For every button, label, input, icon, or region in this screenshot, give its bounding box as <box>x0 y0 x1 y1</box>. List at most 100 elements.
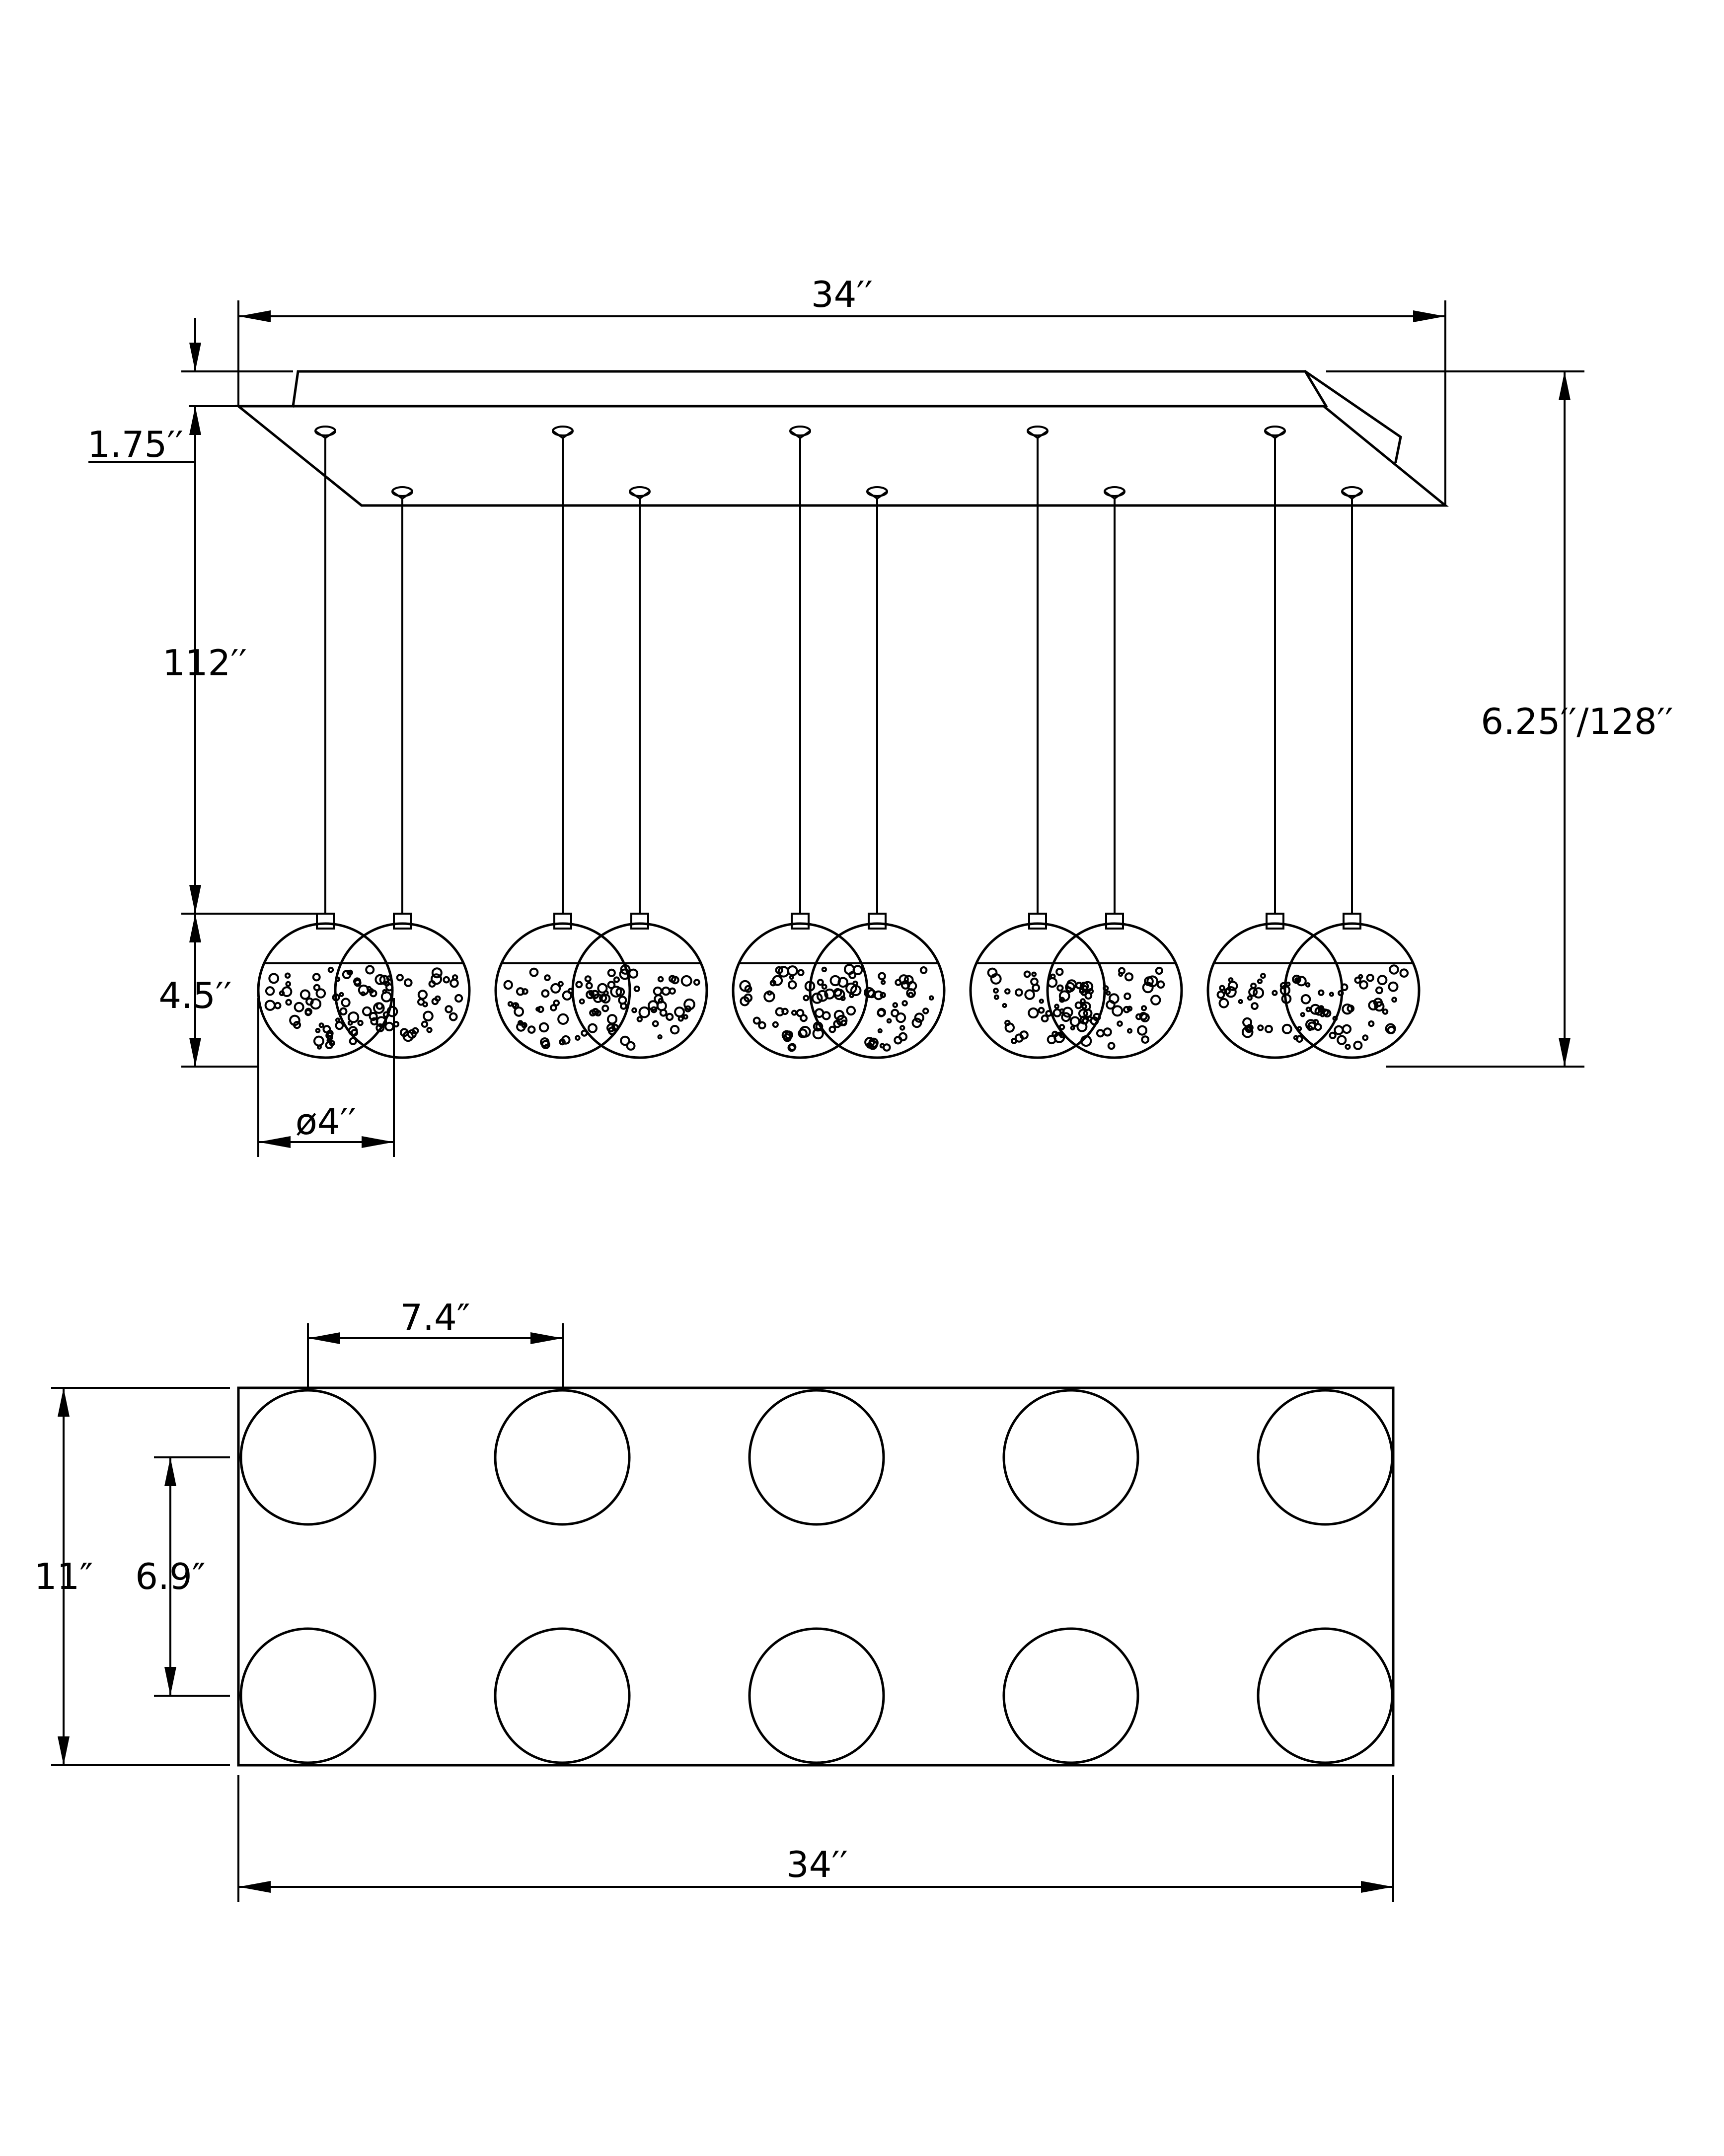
bubble <box>657 1034 663 1040</box>
bubble <box>1332 1015 1338 1021</box>
bubble <box>652 1020 659 1027</box>
bubble <box>613 976 620 983</box>
bubble <box>1155 966 1163 975</box>
pendant-socket <box>791 913 810 930</box>
bubble <box>769 980 777 987</box>
bubble <box>1061 1012 1071 1022</box>
bubble <box>369 1011 378 1021</box>
bubble <box>544 974 551 981</box>
pendant-globe <box>334 922 471 1059</box>
dimension-bottom-width: 34′′ <box>237 1775 1394 1902</box>
bubble <box>294 1002 304 1012</box>
bubble <box>1366 974 1374 982</box>
bubble <box>540 1037 550 1047</box>
bubble <box>845 982 857 994</box>
bubble <box>1052 1008 1062 1017</box>
bubble <box>877 1028 883 1034</box>
bubble <box>361 991 366 997</box>
bubble <box>304 1009 312 1016</box>
bubble <box>744 985 752 993</box>
pendant <box>571 486 708 1059</box>
bubble <box>284 972 291 979</box>
bubble <box>1062 1006 1073 1018</box>
bubble <box>514 1006 525 1017</box>
bubble <box>1004 988 1011 995</box>
bubble <box>1374 1001 1385 1012</box>
bubble <box>631 1007 637 1013</box>
bubble <box>1228 977 1234 983</box>
bubble <box>586 990 595 1000</box>
bubble <box>1329 1031 1337 1039</box>
bubble <box>1117 1020 1123 1027</box>
bubble <box>329 1040 335 1047</box>
bubble <box>1156 980 1165 989</box>
bubble <box>357 1019 364 1026</box>
bubble <box>767 990 772 996</box>
bubble <box>541 989 550 998</box>
bubble <box>1070 1025 1075 1031</box>
canopy-plate <box>234 369 1449 507</box>
bubble <box>758 1021 766 1030</box>
bubble <box>327 966 334 973</box>
pendant-socket <box>553 913 572 930</box>
bubble <box>443 976 450 984</box>
canopy-height-label: 1.75′′ <box>87 424 183 465</box>
bubble <box>878 972 886 981</box>
bubble <box>620 964 631 975</box>
bubble <box>593 993 603 1004</box>
bubble <box>886 1018 892 1024</box>
bubble <box>739 980 751 992</box>
bubble <box>1338 990 1344 997</box>
bubble <box>1090 1016 1099 1025</box>
dimension-globe-height: 4.5′′ <box>158 913 324 1068</box>
bubble <box>1079 1015 1089 1025</box>
dimension-spacing-y: 6.9″ <box>135 1456 230 1697</box>
bubble <box>891 1008 899 1017</box>
bubble <box>1103 1027 1112 1037</box>
bubble <box>899 1025 905 1031</box>
bubble <box>638 1006 651 1018</box>
bubble <box>1023 970 1031 978</box>
bubble <box>1227 981 1238 991</box>
bubble <box>661 986 671 996</box>
bubble <box>1391 997 1398 1003</box>
pendant-globe <box>809 922 946 1059</box>
bubble <box>1039 999 1045 1004</box>
bubble <box>315 988 326 999</box>
bubble <box>407 1029 417 1039</box>
bubble <box>1124 992 1131 1001</box>
bubble <box>335 1021 344 1030</box>
dimension-globe-diameter: ø4′′ <box>257 998 395 1157</box>
bubble <box>1353 1040 1363 1050</box>
bubble <box>880 980 886 985</box>
bubble <box>575 981 583 989</box>
bubble <box>822 1011 831 1020</box>
bubble <box>1105 990 1111 996</box>
bubble <box>375 1002 383 1010</box>
bubble <box>1247 995 1253 1001</box>
bubble <box>922 1007 929 1014</box>
bubble <box>1075 982 1083 990</box>
pendant-globe <box>257 922 394 1059</box>
bubble <box>305 997 314 1006</box>
bubble <box>684 1005 691 1012</box>
bubble <box>1074 1001 1083 1009</box>
bubble <box>682 1014 688 1020</box>
bubble <box>1347 1005 1355 1012</box>
bubble <box>417 990 428 1000</box>
bubble <box>285 981 292 987</box>
bubble <box>668 975 676 983</box>
bubble <box>868 1040 878 1050</box>
bubble <box>873 990 884 1001</box>
bubble <box>1342 1004 1353 1015</box>
top-globe-circle <box>1002 1389 1139 1526</box>
bubble <box>300 989 311 1000</box>
bubble <box>1368 1000 1379 1010</box>
bubble <box>386 975 392 981</box>
bubble <box>1038 1006 1045 1014</box>
bubble <box>1354 976 1361 984</box>
bubble <box>268 973 280 984</box>
bubble <box>928 995 934 1001</box>
bubble <box>550 983 561 994</box>
bubble <box>454 994 463 1003</box>
